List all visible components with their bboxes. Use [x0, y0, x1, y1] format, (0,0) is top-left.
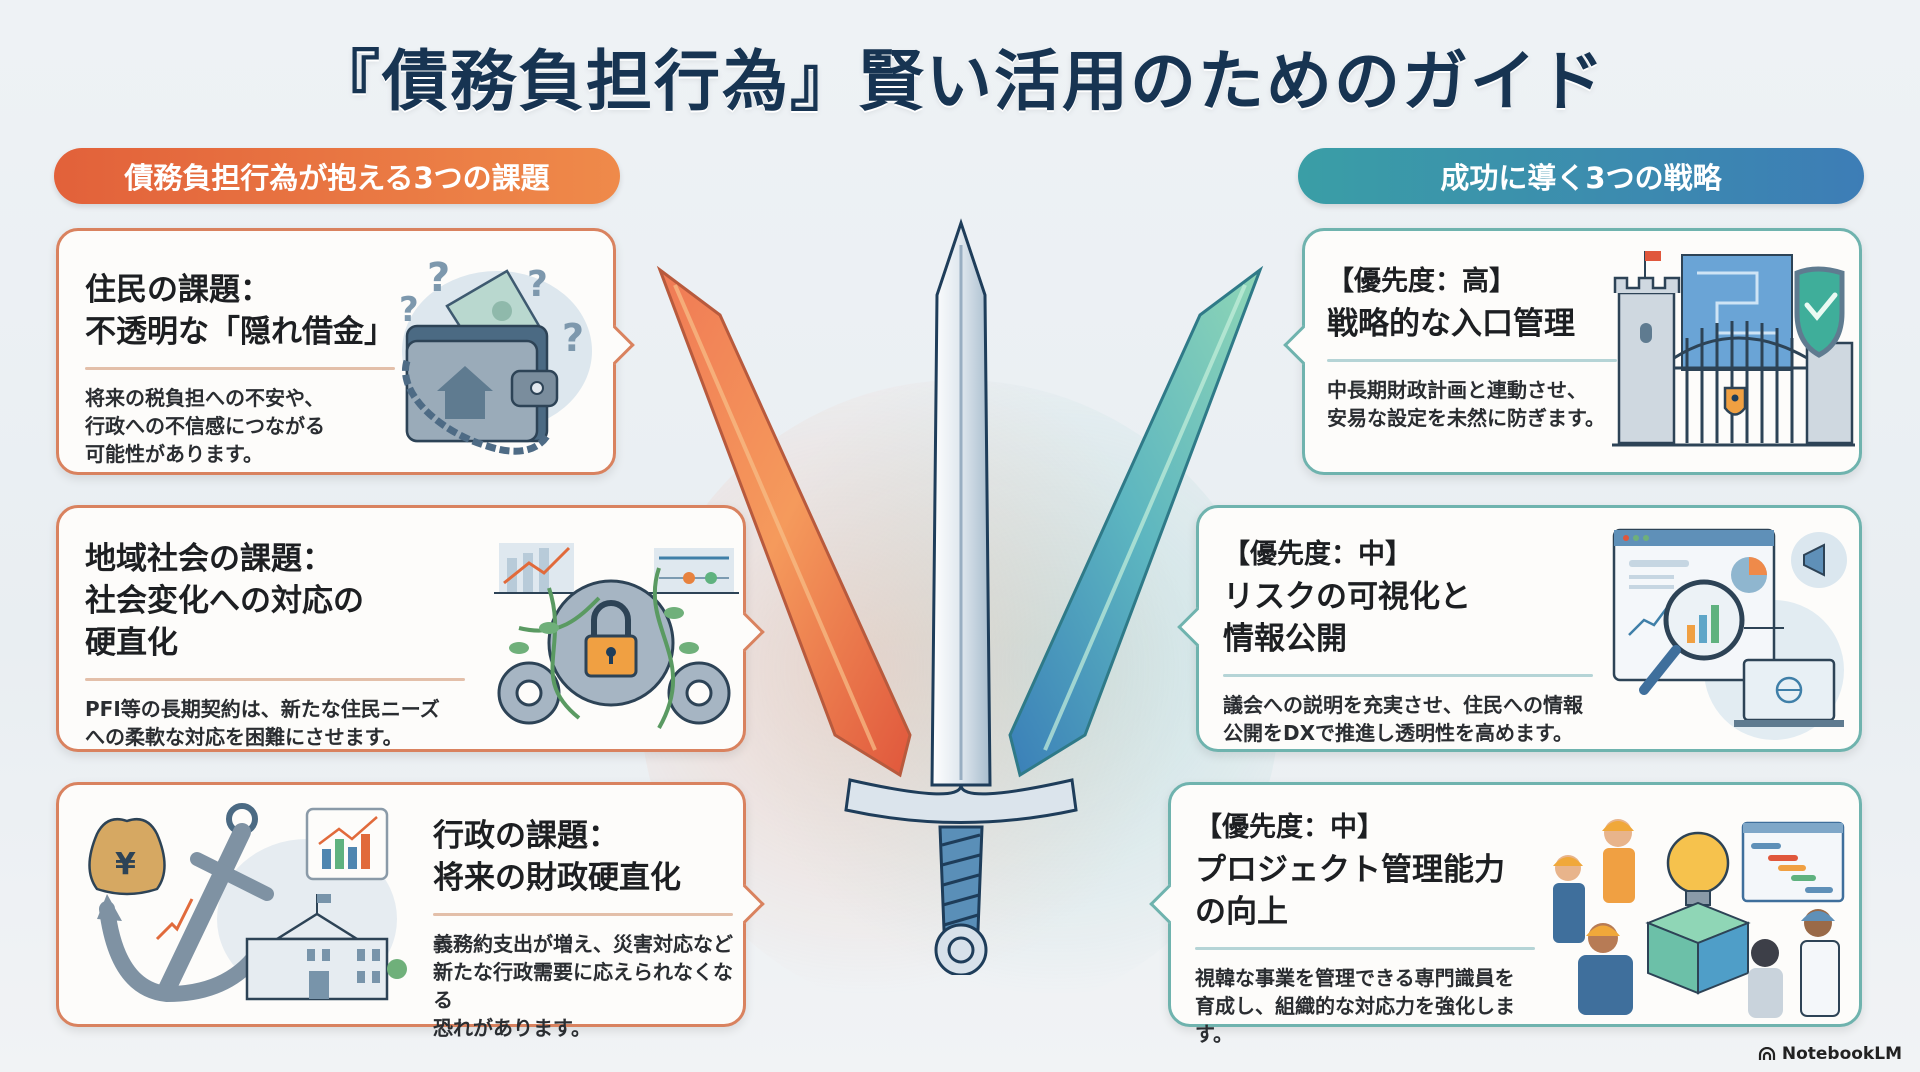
strategy-card-project-management: 【優先度：中】 プロジェクト管理能力 の向上 視韓な事業を管理できる専門識員を …: [1149, 782, 1862, 1046]
divider: [85, 678, 465, 681]
team-lightbulb-icon: [1553, 819, 1845, 1018]
card-heading: 行政の課題： 将来の財政硬直化: [433, 818, 681, 896]
three-swords-icon: [656, 218, 1264, 975]
challenge-card-residents: 住民の課題： 不透明な「隠れ借金」 将来の税負担への不安や、 行政への不信感につ…: [56, 228, 635, 475]
svg-text:?: ?: [562, 316, 584, 360]
anchor-government-icon: ¥: [88, 803, 407, 1003]
card-body: 視韓な事業を管理できる専門識員を 育成し、組織的な対応力を強化します。: [1195, 966, 1515, 1046]
notebooklm-logo-icon: [1758, 1047, 1775, 1060]
svg-text:¥: ¥: [115, 847, 136, 882]
divider: [85, 367, 395, 370]
svg-text:?: ?: [427, 255, 450, 301]
card-pointer: [1283, 325, 1323, 365]
card-body: 中長期財政計画と連動させ、 安易な設定を未然に防ぎます。: [1327, 378, 1605, 430]
challenge-card-administration: ¥ 行政の課題： 将来の財政硬直化 義務約支出が増え、災害対応など 新たな行政需…: [56, 782, 765, 1040]
magnifier-dashboard-icon: [1612, 528, 1847, 740]
card-heading: 地域社会の課題： 社会変化への対応の 硬直化: [85, 541, 364, 661]
strategy-card-entry-management: 【優先度：高】 戦略的な入口管理 中長期財政計画と連動させ、 安易な設定を未然に…: [1283, 228, 1862, 475]
card-heading: 住民の課題： 不透明な「隠れ借金」: [85, 272, 395, 350]
divider: [1223, 674, 1593, 677]
divider: [1327, 359, 1617, 362]
card-body: PFI等の長期契約は、新たな住民ニーズ への柔軟な対応を困難にさせます。: [85, 697, 440, 749]
svg-text:?: ?: [527, 264, 548, 305]
card-body: 義務約支出が増え、災害対応など 新たな行政需要に応えられなくなる 恐れがあります…: [433, 932, 733, 1040]
castle-gate-shield-icon: [1612, 251, 1855, 447]
card-heading: 【優先度：中】 リスクの可視化と 情報公開: [1223, 539, 1471, 657]
card-heading: 【優先度：高】 戦略的な入口管理: [1327, 266, 1575, 342]
strategies-section-header: 成功に導く3つの戦略: [1298, 148, 1864, 204]
divider: [433, 913, 733, 916]
card-body: 将来の税負担への不安や、 行政への不信感につながる 可能性があります。: [85, 386, 325, 466]
svg-text:?: ?: [399, 290, 419, 330]
locked-gear-icon: [494, 543, 739, 729]
card-heading: 【優先度：中】 プロジェクト管理能力 の向上: [1195, 812, 1505, 930]
card-body: 議会への説明を充実させ、住民への情報 公開をDXで推進し透明性を高めます。: [1223, 693, 1583, 745]
challenges-section-header: 債務負担行為が抱える3つの課題: [54, 148, 620, 204]
page-title: 『債務負担行為』賢い活用のためのガイド: [314, 43, 1606, 120]
challenge-card-community: 地域社会の課題： 社会変化への対応の 硬直化 PFI等の長期契約は、新たな住民ニ…: [56, 505, 765, 752]
strategy-card-risk-visibility: 【優先度：中】 リスクの可視化と 情報公開 議会への説明を充実させ、住民への情報…: [1177, 505, 1862, 752]
divider: [1195, 947, 1535, 950]
chained-wallet-icon: ? ? ? ?: [399, 255, 592, 455]
notebooklm-branding: NotebookLM: [1758, 1044, 1902, 1064]
